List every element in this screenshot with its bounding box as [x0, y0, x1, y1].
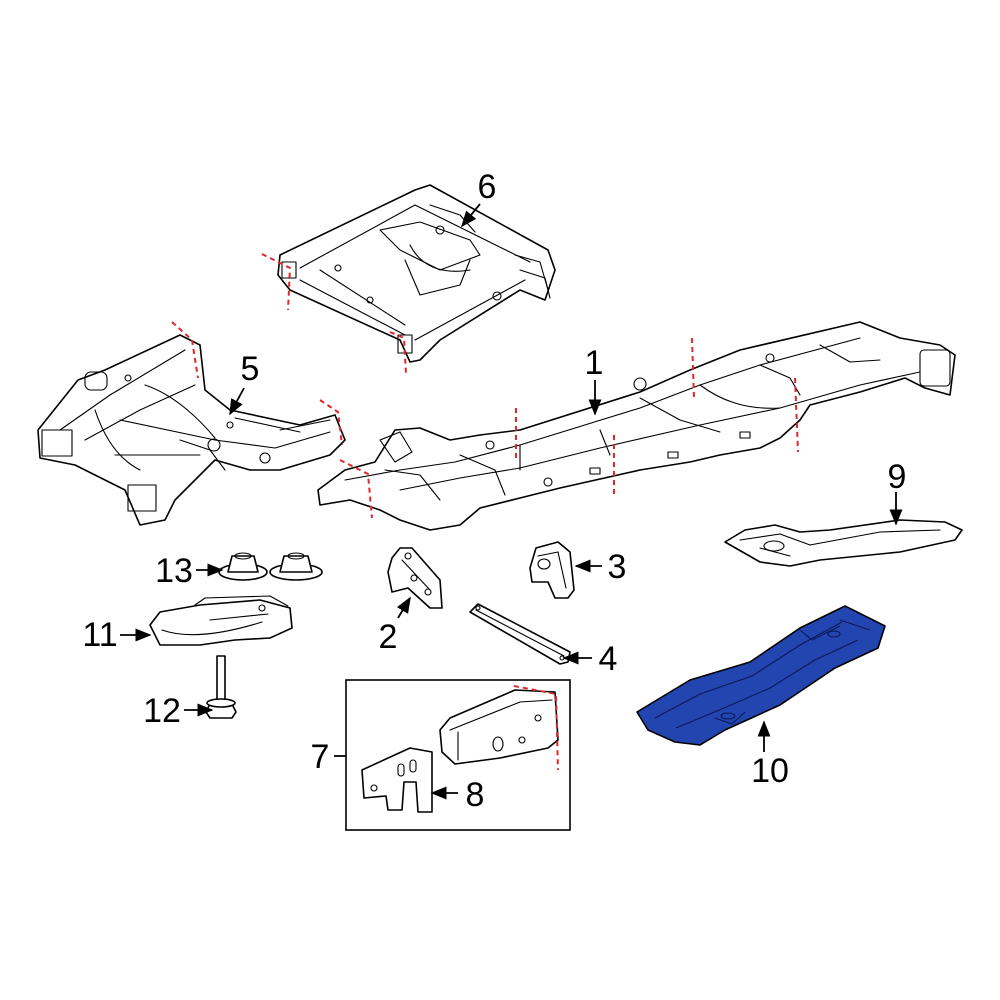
callout-2: 2 [379, 618, 398, 656]
part-1-cut-lines [339, 337, 799, 519]
part-10-shield-highlighted[interactable] [636, 605, 886, 746]
callout-13: 13 [155, 552, 193, 590]
part-11-bracket[interactable] [149, 595, 293, 646]
callout-10: 10 [751, 752, 789, 790]
callout-1: 1 [585, 344, 604, 382]
shield-body [636, 605, 886, 746]
leader-lines [120, 203, 903, 800]
part-1-main-frame[interactable] [317, 321, 956, 531]
part-5-cut-lines [171, 321, 343, 446]
part-12-bolt[interactable] [205, 655, 237, 719]
leader-2 [396, 596, 411, 619]
callout-11: 11 [82, 616, 117, 654]
callout-5: 5 [241, 350, 260, 388]
part-3-bracket[interactable] [529, 541, 575, 599]
part-8-plate[interactable] [361, 747, 433, 813]
callout-9: 9 [888, 458, 907, 496]
callout-4: 4 [599, 640, 618, 678]
callout-3: 3 [608, 548, 627, 586]
leader-5 [229, 387, 245, 416]
cut-line [389, 331, 407, 375]
cut-line [794, 377, 799, 453]
part-2-mount-bracket[interactable] [387, 547, 443, 609]
callout-12: 12 [143, 692, 181, 730]
callout-labels: 1 2 3 4 5 6 7 8 9 10 11 12 13 [82, 168, 906, 814]
part-7-group-box [345, 679, 571, 831]
cut-line [261, 253, 292, 311]
part-4-brace[interactable] [469, 603, 571, 665]
cut-line [691, 337, 695, 399]
cut-line [513, 685, 559, 771]
part-5-front-subframe[interactable] [37, 334, 346, 526]
callout-7: 7 [311, 738, 330, 776]
callout-6: 6 [478, 168, 497, 206]
cut-line [319, 399, 343, 446]
part-9-skid-plate[interactable] [724, 519, 963, 567]
part-6-cut-lines [261, 253, 407, 375]
part-6-rear-subframe[interactable] [277, 184, 556, 363]
cut-line [339, 459, 373, 519]
part-7-cut-lines [513, 685, 559, 771]
part-7-frame-section[interactable] [439, 689, 559, 765]
callout-8: 8 [466, 776, 485, 814]
leader-6 [460, 203, 481, 228]
part-13-body-mounts[interactable] [218, 552, 323, 581]
